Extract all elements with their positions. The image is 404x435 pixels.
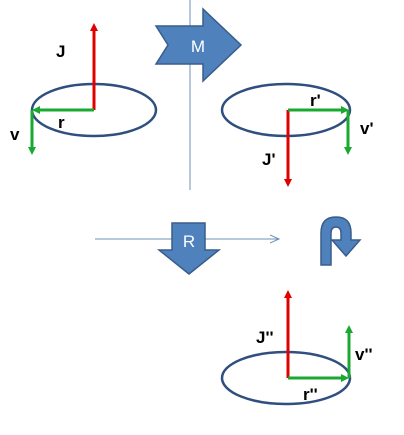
label-r-double-prime: r''	[303, 385, 318, 404]
u-turn-arrow-icon	[320, 216, 362, 266]
label-v-prime: v'	[360, 119, 374, 138]
mirror-label: M	[191, 37, 205, 56]
label-j-double-prime: J''	[256, 328, 274, 347]
label-r-prime: r'	[310, 91, 321, 110]
label-v: v	[10, 125, 20, 144]
down-block-arrow-icon	[156, 222, 222, 275]
label-j: J	[56, 42, 65, 61]
label-r: r	[58, 113, 65, 132]
mirrored-configuration: r' v' J'	[220, 82, 374, 187]
label-j-prime: J'	[262, 150, 276, 169]
original-configuration: J r v	[10, 23, 158, 155]
rotation-label: R	[183, 232, 195, 251]
label-v-double-prime: v''	[355, 345, 373, 364]
right-block-arrow-icon	[154, 7, 243, 83]
mirror-block-arrow: M	[154, 7, 243, 83]
rotated-configuration: J'' v'' r''	[220, 290, 373, 406]
rotation-block-arrow: R	[156, 222, 222, 275]
orbit-ellipse-mirrored	[220, 82, 352, 138]
